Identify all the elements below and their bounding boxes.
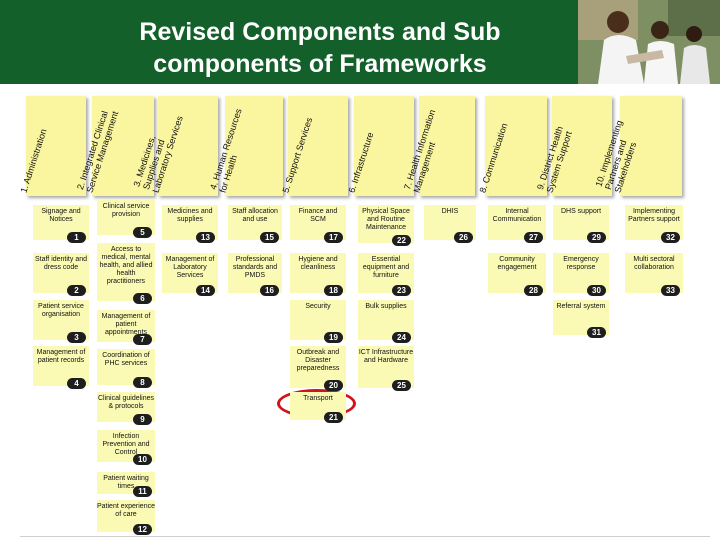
component-label: Implementing Partners support [628, 208, 680, 223]
column-header-1: 1. Administration [18, 96, 86, 196]
component-number-badge: 6 [133, 293, 152, 304]
column-header-7: 7. Health Information Management [402, 96, 475, 196]
component-number-badge: 31 [587, 327, 606, 338]
footer-divider [20, 536, 710, 537]
component-label: ICT Infrastructure and Hardware [358, 349, 414, 364]
component-label: Finance and SCM [298, 208, 338, 223]
component-label: Transport [303, 395, 333, 402]
component-label: Hygiene and cleanliness [298, 256, 338, 271]
component-number-badge: 1 [67, 232, 86, 243]
component-number-badge: 2 [67, 285, 86, 296]
component-label: Community engagement [497, 256, 537, 271]
component-label: Coordination of PHC services [102, 352, 150, 367]
component-number-badge: 22 [392, 235, 411, 246]
component-label: Staff identity and dress code [34, 256, 88, 271]
component-number-badge: 25 [392, 380, 411, 391]
column-header-3: 3. Medicines, Supplies and Laboratory Se… [131, 96, 218, 196]
component-label: Staff allocation and use [232, 208, 278, 223]
slide-title: Revised Components and Sub components of… [139, 18, 501, 78]
component-number-badge: 28 [524, 285, 543, 296]
component-number-badge: 11 [133, 486, 152, 497]
component-cell: Coordination of PHC services [97, 349, 155, 385]
column-header-9: 9. District Health System Support [535, 96, 612, 196]
component-number-badge: 18 [324, 285, 343, 296]
component-label: Physical Space and Routine Maintenance [362, 208, 410, 231]
component-label: Management of patient appointments [101, 313, 151, 336]
component-number-badge: 30 [587, 285, 606, 296]
component-label: Infection Prevention and Control [102, 433, 150, 456]
component-label: Outbreak and Disaster preparedness [296, 349, 340, 372]
component-number-badge: 7 [133, 334, 152, 345]
component-label: Patient waiting times [103, 475, 149, 490]
component-number-badge: 24 [392, 332, 411, 343]
component-label: Essential equipment and furniture [362, 256, 410, 279]
component-label: Medicines and supplies [167, 208, 213, 223]
component-number-badge: 14 [196, 285, 215, 296]
component-label: Clinical service provision [102, 203, 150, 218]
column-header-4: 4. Human Resources for Health [208, 96, 283, 196]
component-number-badge: 29 [587, 232, 606, 243]
component-number-badge: 15 [260, 232, 279, 243]
component-number-badge: 17 [324, 232, 343, 243]
component-number-badge: 27 [524, 232, 543, 243]
component-label: Management of Laboratory Services [165, 256, 215, 279]
photo-illustration [578, 0, 720, 84]
column-header-2: 2. Integrated Clinical Service Managemen… [75, 96, 154, 196]
header-photo [578, 0, 720, 84]
title-banner: Revised Components and Sub components of… [0, 0, 720, 84]
component-number-badge: 20 [324, 380, 343, 391]
component-cell: ICT Infrastructure and Hardware [358, 346, 414, 388]
component-label: DHS support [560, 208, 602, 215]
component-number-badge: 10 [133, 454, 152, 465]
component-cell: Staff allocation and use [228, 205, 282, 240]
component-number-badge: 21 [324, 412, 343, 423]
component-label: Management of patient records [36, 349, 86, 364]
component-label: DHIS [441, 208, 459, 215]
component-label: Emergency response [563, 256, 599, 271]
component-label: Internal Communication [492, 208, 542, 223]
column-header-10: 10. Implementing Partners and Stakeholde… [593, 96, 682, 196]
component-number-badge: 5 [133, 227, 152, 238]
column-header-6: 6. Infrastructure [346, 96, 414, 196]
component-label: Professional standards and PMDS [232, 256, 278, 279]
component-cell: Access to medical, mental health, and al… [97, 243, 155, 301]
component-label: Access to medical, mental health, and al… [99, 246, 153, 285]
component-number-badge: 19 [324, 332, 343, 343]
component-label: Referral system [556, 303, 606, 310]
component-cell: Outbreak and Disaster preparedness [290, 346, 346, 388]
component-label: Bulk supplies [365, 303, 407, 310]
component-number-badge: 26 [454, 232, 473, 243]
component-number-badge: 8 [133, 377, 152, 388]
component-number-badge: 4 [67, 378, 86, 389]
component-label: Patient experience of care [97, 503, 155, 518]
component-cell: DHIS [424, 205, 476, 240]
component-number-badge: 23 [392, 285, 411, 296]
component-number-badge: 16 [260, 285, 279, 296]
component-number-badge: 9 [133, 414, 152, 425]
component-label: Patient service organisation [38, 303, 84, 318]
column-header-8: 8. Communication [477, 96, 547, 196]
component-number-badge: 32 [661, 232, 680, 243]
component-label: Multi sectoral collaboration [633, 256, 675, 271]
component-number-badge: 12 [133, 524, 152, 535]
component-cell: Referral system [553, 300, 609, 335]
component-label: Signage and Notices [41, 208, 81, 223]
component-number-badge: 3 [67, 332, 86, 343]
component-label: Security [305, 303, 331, 310]
column-header-5: 5. Support Services [280, 96, 348, 196]
component-label: Clinical guidelines & protocols [97, 395, 155, 410]
component-cell: Clinical guidelines & protocols [97, 392, 155, 422]
component-number-badge: 33 [661, 285, 680, 296]
component-cell: Hygiene and cleanliness [290, 253, 346, 293]
component-number-badge: 13 [196, 232, 215, 243]
